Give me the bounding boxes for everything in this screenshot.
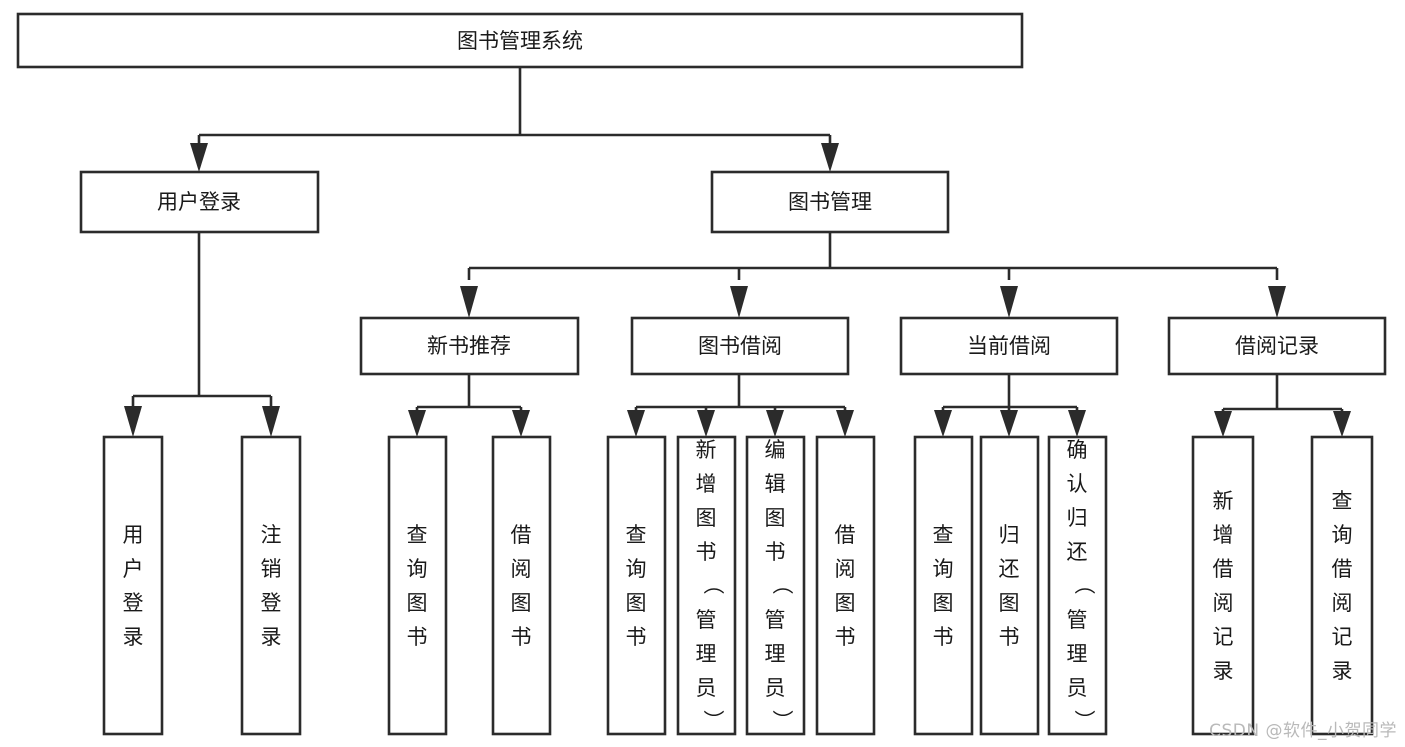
- arrow-new-book-leaf-1: [408, 410, 426, 437]
- arrow-user-login-leaf-2: [262, 406, 280, 437]
- leaf-query-record[interactable]: 查询借阅记录: [1310, 435, 1374, 736]
- leaf-edit-book[interactable]: 编辑图书管理员 （ ）: [745, 435, 806, 736]
- arrow-root-to-book-management: [821, 143, 839, 172]
- node-book-management-box[interactable]: [710, 170, 950, 234]
- arrow-br-leaf-2: [1333, 411, 1351, 437]
- leaf-query-book-1[interactable]: 查询图书: [387, 435, 448, 736]
- leaf-query-book-3[interactable]: 查询图书: [913, 435, 974, 736]
- leaf-return-book-box[interactable]: [979, 435, 1040, 736]
- leaf-user-login-label: 用户登录: [123, 523, 144, 649]
- arrow-bb-leaf-1: [627, 410, 645, 437]
- leaf-confirm-return-box[interactable]: [1047, 435, 1108, 736]
- node-root[interactable]: 图书管理系统: [16, 12, 1024, 69]
- node-book-borrow[interactable]: 图书借阅: [630, 316, 850, 376]
- node-user-login-box[interactable]: [79, 170, 320, 234]
- leaf-user-login-box[interactable]: [102, 435, 164, 736]
- leaf-query-book-1-box[interactable]: [387, 435, 448, 736]
- leaf-add-record-label: 新增借阅记录: [1213, 489, 1234, 683]
- arrow-new-book-leaf-2: [512, 410, 530, 437]
- node-new-book-recommend-label: 新书推荐: [427, 334, 511, 358]
- vertical-glyph: ）: [1072, 710, 1096, 731]
- arrow-cb-leaf-3: [1068, 410, 1086, 437]
- leaf-query-book-3-box[interactable]: [913, 435, 974, 736]
- leaf-user-logout-box[interactable]: [240, 435, 302, 736]
- leaf-confirm-return-label: 确认归还管理员: [1067, 438, 1088, 700]
- leaf-add-record[interactable]: 新增借阅记录: [1191, 435, 1255, 736]
- leaf-query-book-1-label: 查询图书: [407, 523, 428, 649]
- leaf-borrow-book-2-box[interactable]: [815, 435, 876, 736]
- leaf-borrow-book-1-box[interactable]: [491, 435, 552, 736]
- csdn-watermark: CSDN @软件_小贺同学: [1209, 721, 1397, 741]
- arrow-bb-leaf-2: [697, 410, 715, 437]
- node-root-label: 图书管理系统: [457, 29, 583, 53]
- leaf-borrow-book-2[interactable]: 借阅图书: [815, 435, 876, 736]
- leaf-query-book-2-label: 查询图书: [626, 523, 647, 649]
- leaf-return-book-label: 归还图书: [999, 523, 1020, 649]
- leaf-query-book-2-box[interactable]: [606, 435, 667, 736]
- leaf-query-record-label: 查询借阅记录: [1332, 489, 1353, 683]
- arrow-br-leaf-1: [1214, 411, 1232, 437]
- arrow-bb-leaf-4: [836, 410, 854, 437]
- node-current-borrow-label: 当前借阅: [967, 334, 1051, 358]
- leaf-user-logout[interactable]: 注销登录: [240, 435, 302, 736]
- leaf-confirm-return[interactable]: 确认归还管理员 （ ）: [1047, 435, 1108, 736]
- arrow-bm-to-borrow-record: [1268, 286, 1286, 318]
- arrow-bm-to-book-borrow: [730, 286, 748, 318]
- node-book-borrow-label: 图书借阅: [698, 334, 782, 358]
- node-book-borrow-box[interactable]: [630, 316, 850, 376]
- node-borrow-record[interactable]: 借阅记录: [1167, 316, 1387, 376]
- leaf-add-book-label: 新增图书管理员: [696, 438, 717, 700]
- node-borrow-record-box[interactable]: [1167, 316, 1387, 376]
- leaf-query-record-box[interactable]: [1310, 435, 1374, 736]
- node-user-login[interactable]: 用户登录: [79, 170, 320, 234]
- node-root-box[interactable]: [16, 12, 1024, 69]
- arrow-user-login-leaf-1: [124, 406, 142, 437]
- node-borrow-record-label: 借阅记录: [1235, 334, 1319, 358]
- arrow-cb-leaf-1: [934, 410, 952, 437]
- leaf-query-book-2[interactable]: 查询图书: [606, 435, 667, 736]
- leaf-user-login[interactable]: 用户登录: [102, 435, 164, 736]
- arrow-bm-to-current-borrow: [1000, 286, 1018, 318]
- vertical-glyph: ）: [770, 710, 794, 731]
- vertical-glyph: （: [701, 574, 725, 595]
- arrow-root-to-user-login: [190, 143, 208, 172]
- leaf-borrow-book-2-label: 借阅图书: [835, 523, 856, 649]
- leaf-add-book[interactable]: 新增图书管理员 （ ）: [676, 435, 737, 736]
- node-user-login-label: 用户登录: [157, 190, 241, 214]
- arrow-bb-leaf-3: [766, 410, 784, 437]
- arrow-cb-leaf-2: [1000, 410, 1018, 437]
- node-current-borrow-box[interactable]: [899, 316, 1119, 376]
- node-new-book-recommend-box[interactable]: [359, 316, 580, 376]
- vertical-glyph: （: [1072, 574, 1096, 595]
- vertical-glyph: （: [770, 574, 794, 595]
- vertical-glyph: ）: [701, 710, 725, 731]
- leaf-borrow-book-1[interactable]: 借阅图书: [491, 435, 552, 736]
- leaf-query-book-3-label: 查询图书: [933, 523, 954, 649]
- leaf-return-book[interactable]: 归还图书: [979, 435, 1040, 736]
- leaf-add-record-box[interactable]: [1191, 435, 1255, 736]
- node-current-borrow[interactable]: 当前借阅: [899, 316, 1119, 376]
- leaf-edit-book-box[interactable]: [745, 435, 806, 736]
- node-book-management-label: 图书管理: [788, 190, 872, 214]
- arrow-bm-to-new-book: [460, 286, 478, 318]
- leaf-add-book-box[interactable]: [676, 435, 737, 736]
- connector-layer: [124, 67, 1351, 437]
- leaf-edit-book-label: 编辑图书管理员: [765, 438, 786, 700]
- node-new-book-recommend[interactable]: 新书推荐: [359, 316, 580, 376]
- leaf-user-logout-label: 注销登录: [261, 523, 282, 649]
- leaf-borrow-book-1-label: 借阅图书: [511, 523, 532, 649]
- node-book-management[interactable]: 图书管理: [710, 170, 950, 234]
